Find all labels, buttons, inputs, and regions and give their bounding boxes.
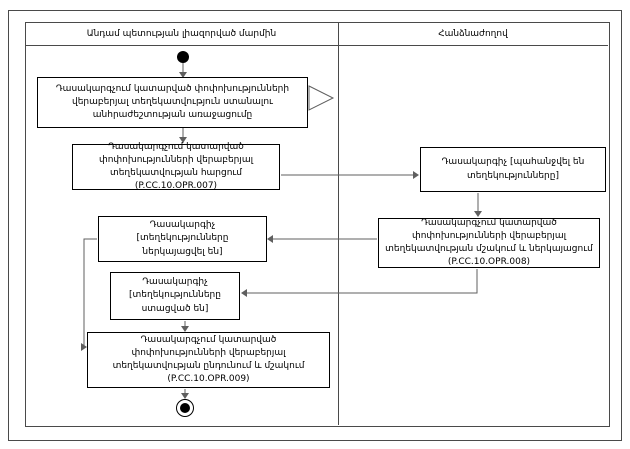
flow-opr008-to-received [247, 269, 478, 294]
lane-title-authorized-body: Անդամ պետության լիազորված մարմին [86, 28, 277, 39]
initial-node [177, 51, 189, 63]
arrowhead-icon [181, 393, 189, 399]
activity-request-info-opr007: Դասակարգչում կատարված փոփոխությունների վ… [72, 142, 280, 191]
lane-title-commission: Հանձնաժողով [438, 28, 508, 39]
final-node [176, 399, 194, 417]
state-classifier-info-presented: Դասակարգիչ [տեղեկությունները ներկայացվել… [98, 216, 267, 262]
lane-header-separator [25, 45, 608, 46]
state-classifier-info-requested: Դասակարգիչ [պահանջվել են տեղեկություններ… [420, 147, 606, 192]
arrowhead-icon [413, 171, 419, 179]
swimlane-table [25, 22, 610, 427]
hollow-arrow-icon [308, 85, 335, 111]
arrowhead-icon [241, 289, 247, 297]
activity-process-present-opr008: Դասակարգչում կատարված փոփոխությունների վ… [378, 218, 600, 268]
lane-divider [338, 22, 339, 425]
arrowhead-icon [474, 211, 482, 217]
final-node-dot [180, 403, 190, 413]
arrowhead-icon [181, 326, 189, 332]
state-classifier-info-received: Դասակարգիչ [տեղեկությունները ստացված են] [110, 272, 240, 320]
arrowhead-icon [179, 137, 187, 143]
arrowhead-icon [179, 72, 187, 78]
arrowhead-icon [81, 343, 87, 351]
flow-presented-to-opr009 [83, 238, 97, 347]
activity-receive-process-opr009: Դասակարգչում կատարված փոփոխությունների վ… [87, 332, 330, 388]
arrowhead-icon [267, 235, 273, 243]
outer-frame [8, 10, 622, 441]
activity-need-arises: Դասակարգչում կատարված փոփոխությունների վ… [37, 77, 308, 128]
